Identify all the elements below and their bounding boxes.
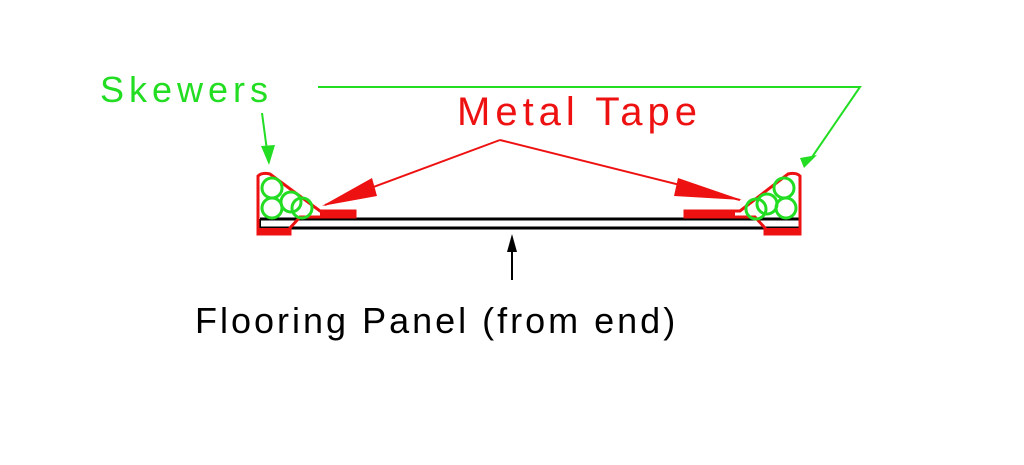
skewers-leaders	[261, 86, 862, 168]
skewer-circle	[772, 176, 796, 200]
right-tape-strip	[685, 212, 735, 217]
skewer-circle	[260, 196, 284, 220]
left-metal-tape	[256, 171, 357, 236]
skewer-circle	[755, 192, 779, 216]
skewer-circle	[774, 196, 798, 220]
right-metal-tape	[683, 171, 802, 236]
skewers-arrowhead-right	[800, 155, 817, 168]
skewers-arrowhead-left	[261, 145, 275, 165]
panel-arrowhead	[507, 234, 517, 252]
metal-tape-arrowhead-left	[322, 178, 377, 206]
left-skewer-bundle	[256, 171, 357, 236]
flooring-panel	[259, 217, 801, 230]
skewers-label: Skewers	[100, 69, 273, 110]
left-base-tape	[258, 228, 290, 234]
skewer-circle	[290, 196, 314, 220]
flooring-panel-label: Flooring Panel (from end)	[195, 300, 678, 341]
right-skewer-bundle	[683, 171, 802, 236]
skewer-circle	[260, 176, 284, 200]
metal-tape-leaders	[322, 139, 742, 206]
skewers-leader-right	[318, 86, 862, 161]
skewer-circle	[279, 190, 303, 214]
skewer-circle	[744, 197, 768, 221]
left-tape-strip	[320, 212, 356, 217]
right-base-tape	[765, 228, 800, 234]
panel-pointer	[507, 234, 517, 280]
metal-tape-label: Metal Tape	[457, 90, 702, 134]
metal-tape-arrowhead-right	[674, 178, 742, 200]
